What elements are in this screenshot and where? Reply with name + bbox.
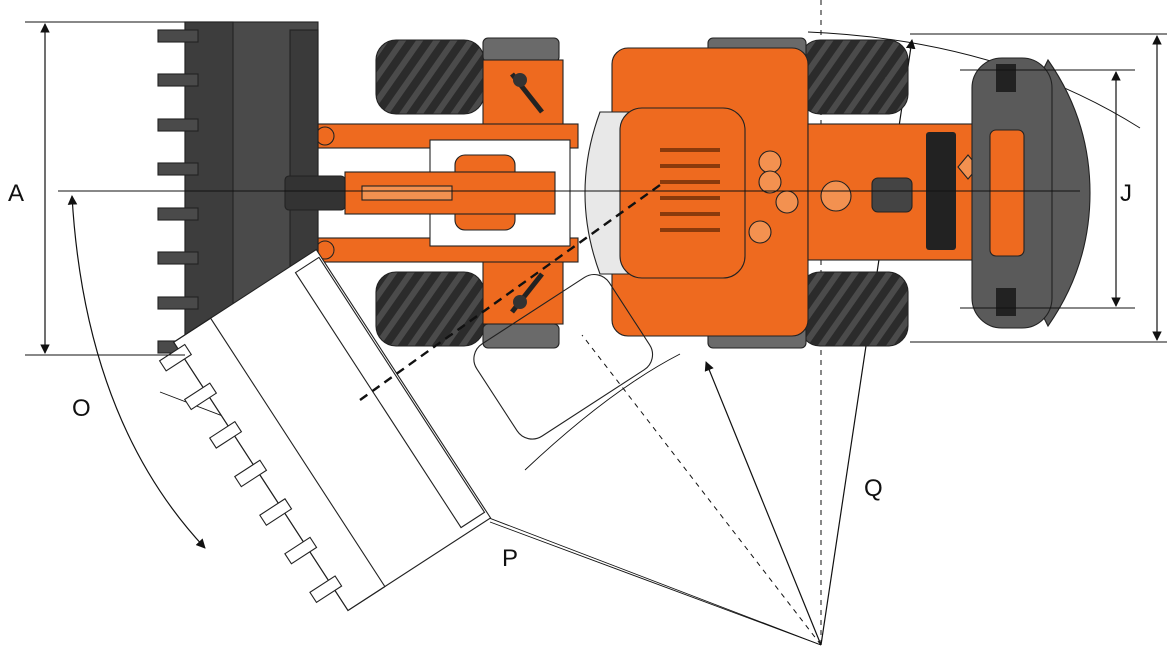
inner-turning-arc xyxy=(524,353,681,471)
operator-cab-roof xyxy=(619,107,746,279)
rear-left-tire xyxy=(799,39,909,115)
label-P: P xyxy=(502,545,518,572)
bucket-teeth xyxy=(157,29,199,354)
front-right-tire xyxy=(375,271,485,347)
cab-articulated-outline xyxy=(473,273,654,440)
articulation-dash-line xyxy=(581,334,822,646)
label-A: A xyxy=(8,180,24,207)
articulated-centerline xyxy=(359,184,661,401)
cab-roof-ribs xyxy=(660,148,720,232)
dimension-O-arc xyxy=(67,195,206,549)
air-cleaner-cap xyxy=(820,180,852,212)
rear-frame xyxy=(584,47,1091,337)
dimension-A xyxy=(25,21,185,356)
inner-tire-radius-arrow xyxy=(704,361,822,646)
bucket-articulated xyxy=(158,248,492,612)
bucket-corner-radius-line xyxy=(489,521,822,646)
front-left-tire xyxy=(375,39,485,115)
rear-right-tire xyxy=(799,271,909,347)
outer-turning-arc xyxy=(807,31,1141,129)
wheel-loader xyxy=(157,21,1091,357)
dimension-overall-width xyxy=(910,33,1167,343)
muffler xyxy=(871,177,913,213)
label-Q: Q xyxy=(864,475,883,502)
label-O: O xyxy=(72,395,91,422)
dimension-J xyxy=(960,69,1135,309)
label-J: J xyxy=(1120,180,1132,207)
